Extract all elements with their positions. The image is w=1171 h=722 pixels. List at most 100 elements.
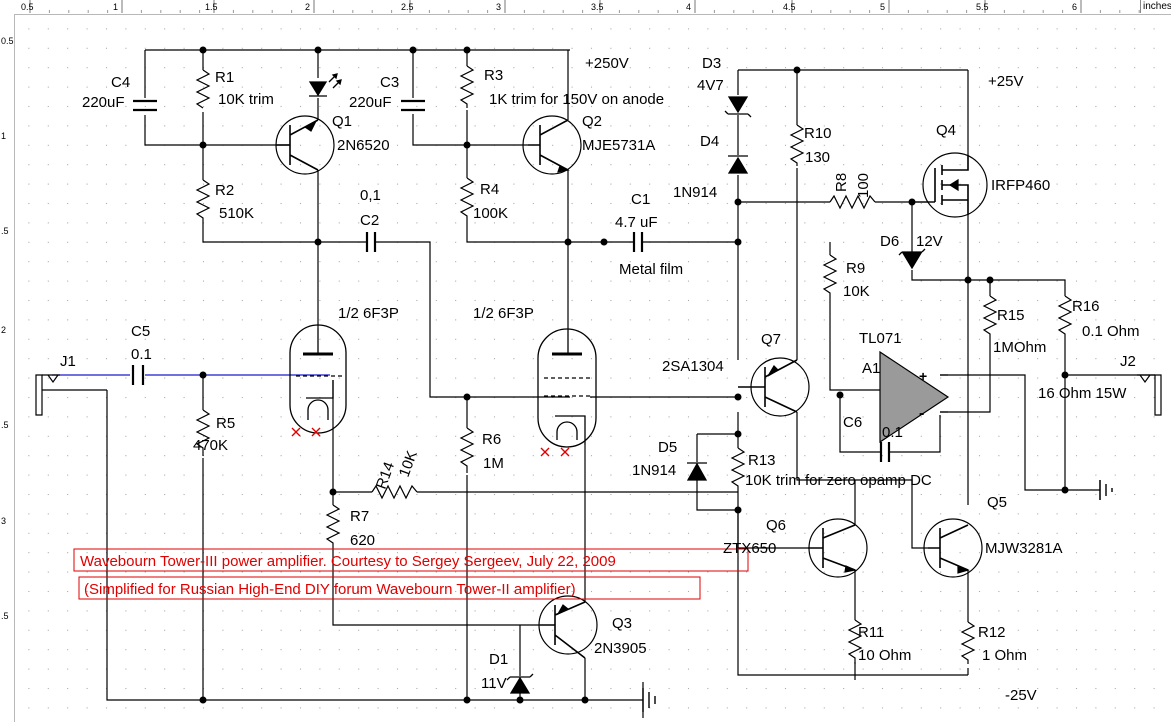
D4-diode[interactable]	[727, 155, 749, 174]
ground-symbol	[1099, 480, 1113, 500]
opamp-A1[interactable]: + -	[879, 350, 950, 444]
R7-ref: R7	[350, 508, 369, 525]
Q2-value: MJE5731A	[582, 137, 655, 154]
Q6-leads	[808, 524, 856, 571]
J1-body	[35, 374, 43, 416]
R3-ref: R3	[484, 67, 503, 84]
C1-ref: C1	[631, 191, 650, 208]
C2-ref: C2	[360, 212, 379, 229]
Q7-transistor[interactable]	[738, 357, 810, 417]
led-ray-arrows	[331, 73, 342, 86]
D4-value: 1N914	[673, 184, 717, 201]
Q4-leads	[934, 155, 969, 215]
Q7-value: 2SA1304	[662, 358, 724, 375]
junction-dot	[734, 238, 742, 246]
ruler-label: 3	[1, 516, 6, 526]
grounds	[642, 480, 1113, 712]
J1-connector[interactable]	[35, 374, 107, 416]
R11-ref: R11	[858, 624, 884, 641]
Q3-ref: Q3	[612, 615, 632, 632]
R7-resistor[interactable]	[325, 504, 341, 550]
R12-resistor[interactable]	[960, 621, 976, 664]
D6-zener[interactable]	[898, 248, 926, 270]
R5-ref: R5	[216, 415, 235, 432]
title-sub: (Simplified for Russian High-End DIY for…	[84, 581, 576, 598]
junction-dot	[1061, 371, 1069, 379]
R16-resistor[interactable]	[1057, 295, 1073, 345]
tube-V1[interactable]	[289, 324, 347, 434]
C1-capacitor[interactable]	[632, 232, 644, 252]
D5-diode[interactable]	[686, 462, 708, 481]
Q6-ref: Q6	[766, 517, 786, 534]
ruler-label: 2	[305, 2, 310, 12]
tube-V2[interactable]	[537, 328, 600, 448]
led-diode[interactable]	[308, 73, 342, 97]
tube-V2-cathode	[555, 415, 586, 445]
R8-resistor[interactable]	[829, 194, 876, 210]
V2-value: 1/2 6F3P	[473, 305, 534, 322]
ruler-label: 4	[686, 2, 691, 12]
junction-dot	[734, 393, 742, 401]
R1-value: 10K trim	[218, 91, 274, 108]
D6-triangle	[901, 252, 923, 270]
D4-triangle	[727, 156, 749, 174]
diodes	[308, 73, 926, 694]
R16-ref: R16	[1072, 298, 1100, 315]
C6-value: 0.1	[882, 424, 903, 441]
D3-zener[interactable]	[724, 96, 752, 118]
C4-capacitor[interactable]	[133, 99, 157, 112]
C2-capacitor[interactable]	[365, 232, 377, 252]
R2-resistor[interactable]	[195, 179, 211, 226]
opamp-body	[879, 350, 950, 444]
D6-bar	[898, 248, 926, 256]
R11-resistor[interactable]	[847, 619, 863, 664]
Q5-transistor[interactable]	[923, 518, 983, 578]
C5-capacitor[interactable]	[131, 365, 145, 385]
R12-ref: R12	[978, 624, 1006, 641]
J1-ref: J1	[60, 353, 76, 370]
R12-value: 1 Ohm	[982, 647, 1027, 664]
R1-resistor[interactable]	[195, 69, 211, 109]
junction-dot	[1061, 486, 1069, 494]
title-main: Wavebourn Tower-III power amplifier. Cou…	[80, 553, 616, 570]
Q2-body	[522, 115, 582, 175]
C6-capacitor[interactable]	[879, 442, 891, 462]
Q1-transistor[interactable]	[275, 115, 335, 175]
R4-resistor[interactable]	[459, 177, 475, 224]
D3-bar	[724, 110, 752, 118]
J2-connector[interactable]	[1137, 374, 1162, 416]
heater-x-V2	[540, 447, 570, 457]
D1-bar	[506, 673, 534, 681]
Q5-arrow	[957, 565, 970, 574]
schematic-canvas[interactable]: + - Wavebourn Tower-III power amplifier.…	[15, 15, 1171, 722]
R10-resistor[interactable]	[789, 124, 805, 166]
D3-ref: D3	[702, 55, 721, 72]
title-block: Wavebourn Tower-III power amplifier. Cou…	[73, 548, 749, 600]
wire	[466, 145, 568, 243]
ruler-label: 1	[1, 131, 6, 141]
D1-zener[interactable]	[506, 673, 534, 694]
Q2-transistor[interactable]	[522, 115, 582, 175]
Q6-transistor[interactable]	[808, 518, 868, 578]
R14-resistor[interactable]	[371, 484, 418, 500]
ruler-label: 6	[1072, 2, 1077, 12]
opamp-input-leads	[940, 374, 948, 413]
R15-resistor[interactable]	[982, 295, 998, 345]
R15-ref: R15	[997, 307, 1025, 324]
C6-ref: C6	[843, 414, 862, 431]
R3-resistor[interactable]	[459, 65, 475, 108]
C3-capacitor[interactable]	[401, 99, 425, 112]
C2-value: 0,1	[360, 187, 381, 204]
R6-resistor[interactable]	[459, 427, 475, 473]
junction-dot	[964, 276, 972, 284]
wire	[796, 70, 928, 549]
Q4-mosfet[interactable]	[912, 152, 988, 218]
R5-resistor[interactable]	[195, 409, 211, 456]
Q3-transistor[interactable]	[538, 595, 598, 659]
R9-resistor[interactable]	[822, 254, 838, 300]
junction-dot	[314, 238, 322, 246]
R13-resistor[interactable]	[730, 447, 746, 494]
